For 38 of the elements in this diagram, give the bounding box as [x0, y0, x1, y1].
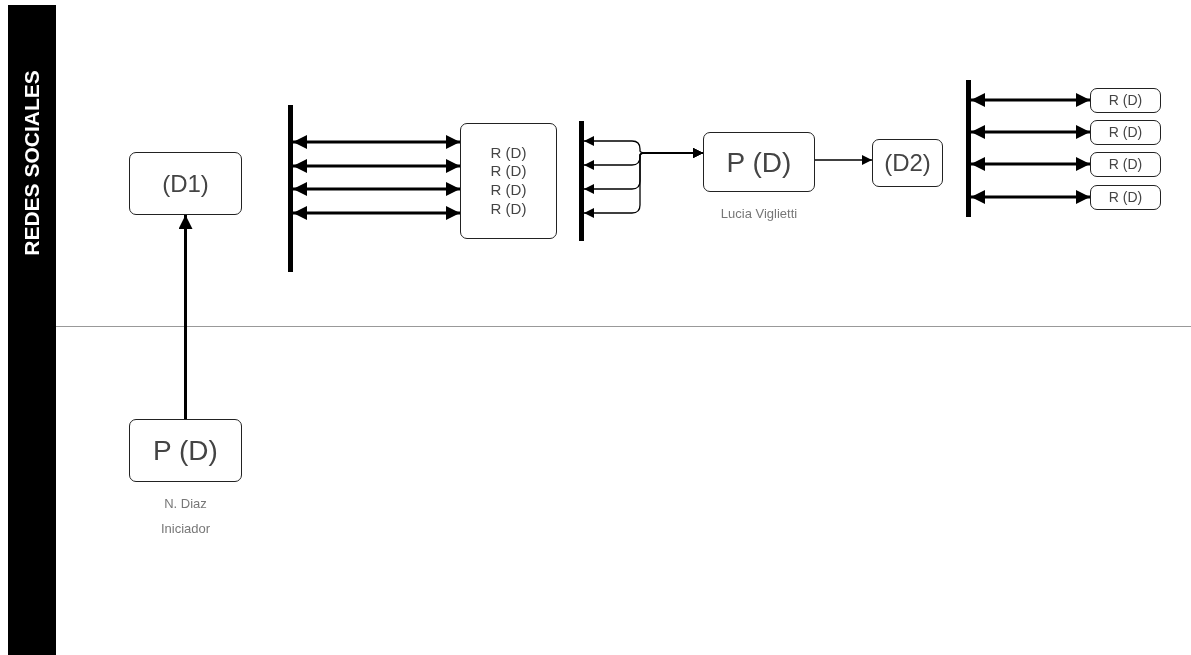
node-label: R (D) [1108, 155, 1143, 174]
arrow [293, 159, 460, 173]
fork-bar [579, 121, 584, 241]
process-box [129, 152, 242, 215]
process-box [1090, 185, 1161, 210]
process-box [1090, 120, 1161, 145]
arrow [583, 148, 704, 218]
node-label: R (D) [1108, 188, 1143, 207]
process-box [1090, 88, 1161, 113]
node-label: P (D) [726, 145, 792, 180]
node-label: R (D) [1108, 91, 1143, 110]
arrow [293, 135, 460, 149]
node-caption: Iniciador [160, 520, 211, 538]
node-label: R (D) [490, 199, 527, 219]
node-label: R (D) [490, 143, 527, 163]
lane-header [8, 5, 56, 655]
process-box [1090, 152, 1161, 177]
arrow [178, 215, 193, 419]
fork-bar [288, 105, 293, 272]
arrow [293, 182, 460, 196]
fork-bar [966, 80, 971, 217]
node-label: R (D) [1108, 123, 1143, 142]
node-caption: Lucia Viglietti [720, 205, 798, 223]
arrow [293, 206, 460, 220]
arrow [971, 190, 1090, 204]
node-label: (D1) [162, 168, 209, 199]
arrow [814, 155, 873, 165]
process-box [872, 139, 943, 187]
arrow [971, 157, 1090, 171]
arrow [971, 125, 1090, 139]
process-box [460, 123, 557, 239]
lane-title: REDES SOCIALES [20, 70, 44, 256]
node-label: R (D) [490, 181, 527, 200]
arrow [971, 93, 1090, 107]
node-label: P (D) [153, 434, 218, 468]
node-caption: N. Diaz [164, 495, 207, 513]
node-label: R (D) [490, 162, 527, 181]
node-label: (D2) [884, 148, 931, 178]
